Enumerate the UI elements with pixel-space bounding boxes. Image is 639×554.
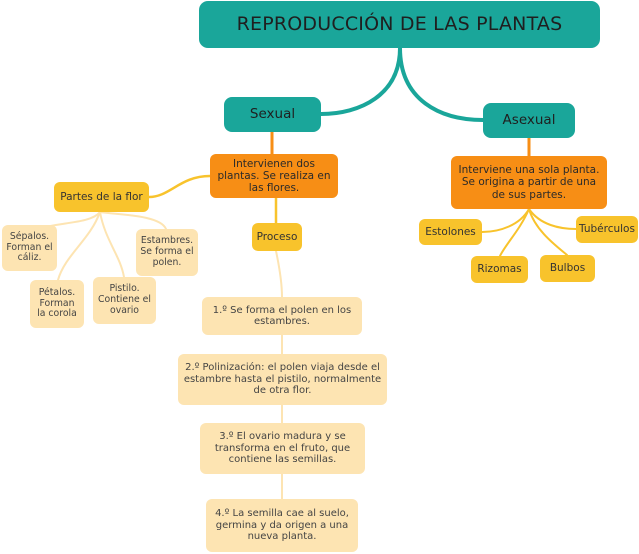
asexual-description: Interviene una sola planta. Se origina a…: [451, 156, 607, 209]
connector-asexual-to-stolons: [481, 208, 530, 233]
connector-asexual-to-rhizomes: [499, 208, 530, 257]
process-step-2: 2.º Polinización: el polen viaja desde e…: [178, 354, 387, 405]
flower-part-sepals: Sépalos. Forman el cáliz.: [2, 225, 57, 271]
connector-parts-to-petals: [57, 211, 101, 281]
asexual-type-rhizomes: Rizomas: [471, 256, 528, 283]
asexual-type-bulbs: Bulbos: [540, 255, 595, 282]
flower-part-pistil: Pistilo. Contiene el ovario: [93, 277, 156, 324]
connector-parts-to-pistil: [99, 211, 125, 278]
flower-part-petals: Pétalos. Forman la corola: [30, 280, 84, 328]
connector-title-to-sexual: [319, 46, 402, 116]
process-step-4: 4.º La semilla cae al suelo, germina y d…: [206, 499, 358, 552]
connector-asexual-to-bulbs: [528, 208, 568, 256]
asexual-node: Asexual: [483, 103, 575, 138]
flower-part-stamens: Estambres. Se forma el polen.: [136, 229, 198, 276]
process-step-1: 1.º Se forma el polen en los estambres.: [202, 297, 362, 335]
asexual-type-tubers: Tubérculos: [576, 216, 638, 243]
connector-process-to-step1: [275, 250, 283, 298]
map-title: REPRODUCCIÓN DE LAS PLANTAS: [199, 1, 600, 48]
process-node: Proceso: [252, 223, 302, 251]
connector-asexual-to-tubers: [528, 208, 577, 230]
sexual-node: Sexual: [224, 97, 321, 132]
sexual-description: Intervienen dos plantas. Se realiza en l…: [210, 154, 338, 198]
asexual-type-stolons: Estolones: [419, 219, 482, 245]
connector-title-to-asexual: [398, 46, 485, 122]
process-step-3: 3.º El ovario madura y se transforma en …: [200, 423, 365, 474]
connector-parts-to-stamens: [99, 211, 167, 230]
connector-description-to-parts: [147, 174, 212, 199]
flower-parts-node: Partes de la flor: [54, 182, 149, 212]
